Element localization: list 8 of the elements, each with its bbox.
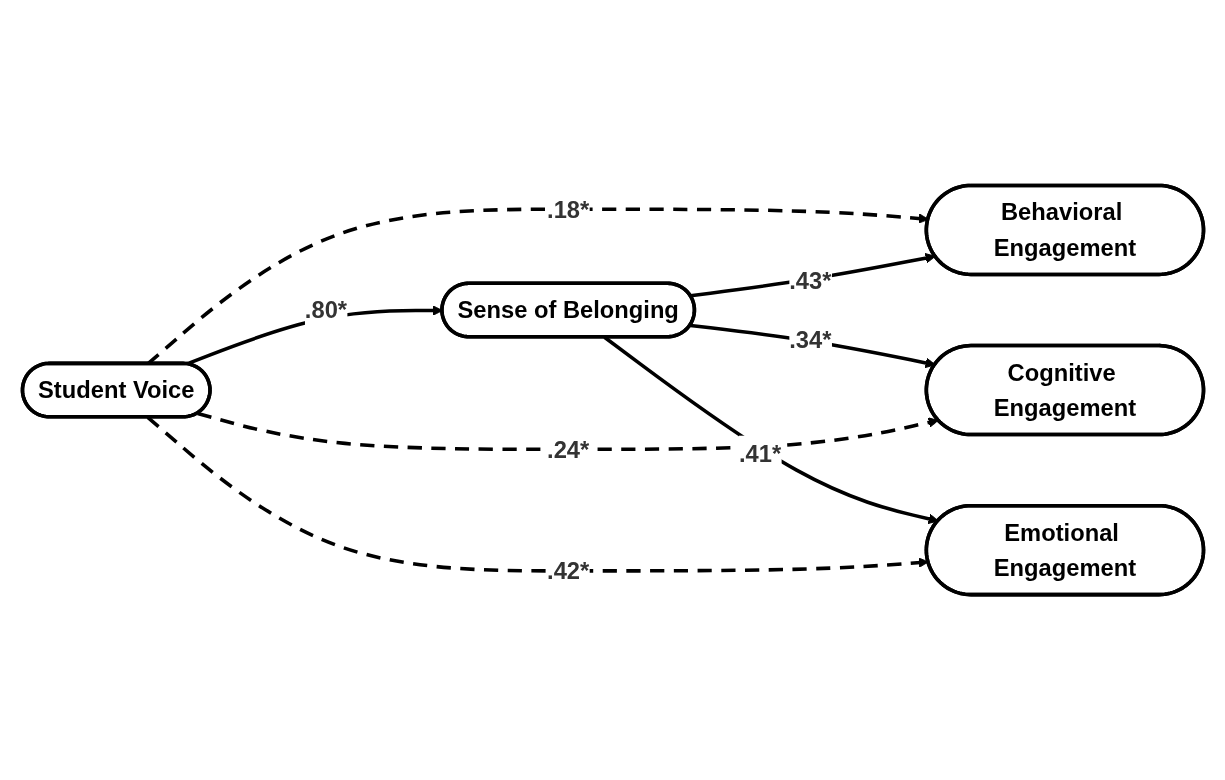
edge-label: .24*: [546, 436, 589, 463]
edge-label: .42*: [546, 557, 589, 584]
edge-label: .18*: [546, 196, 589, 223]
edge-label: .43*: [788, 267, 831, 294]
edge-label: .80*: [304, 296, 347, 323]
edge-label: .41*: [738, 440, 781, 467]
arrow: [196, 411, 939, 452]
edge-label: .34*: [788, 326, 831, 353]
